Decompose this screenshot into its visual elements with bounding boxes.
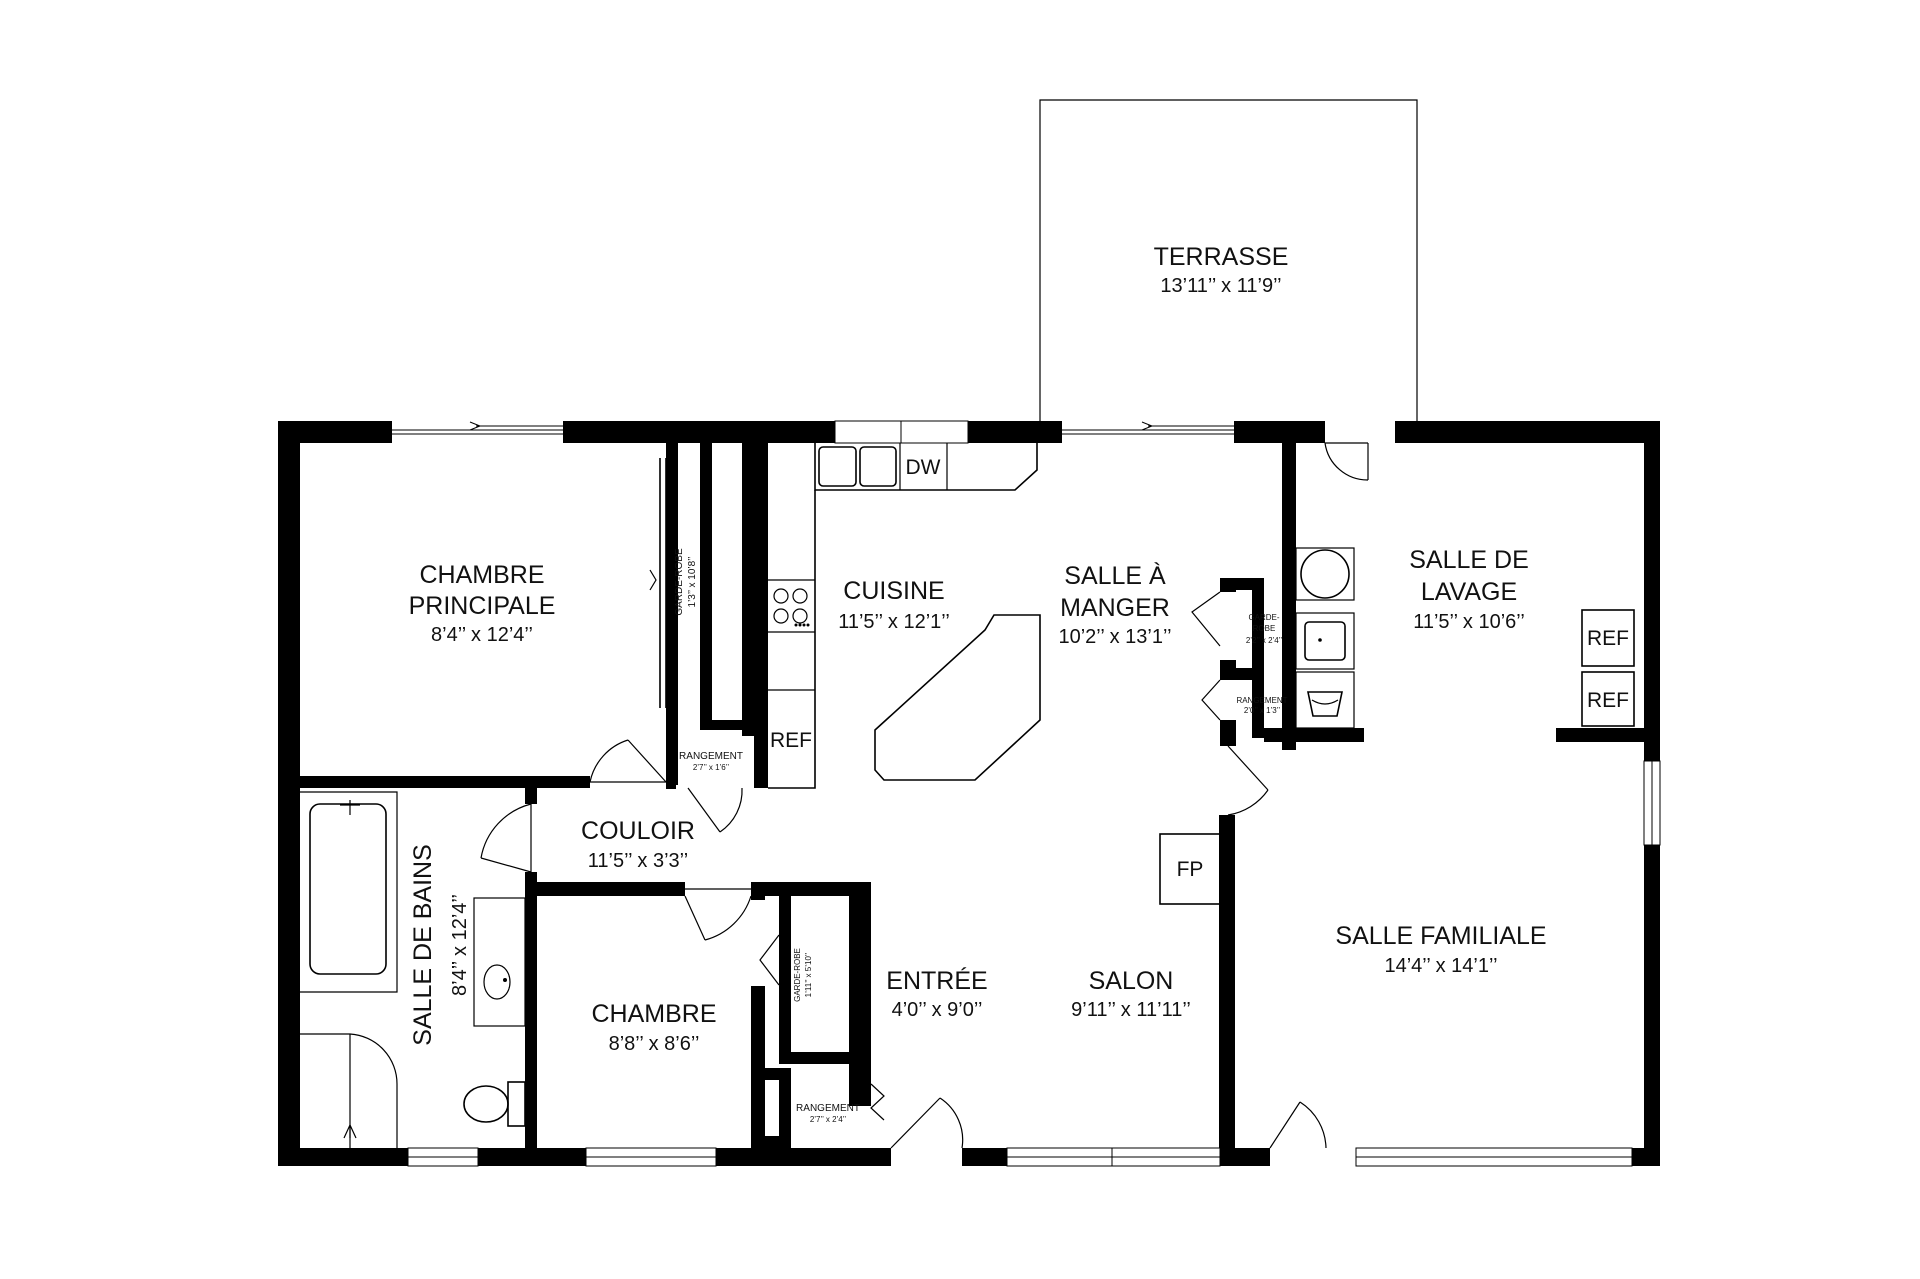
stove-icon [773,588,810,627]
sink-icon [483,964,511,1000]
closet-dim-garde-robe-chambre: 1’11’’ x 5’10’’ [804,952,813,997]
room-name-entree: ENTRÉE [886,966,987,995]
room-name-chambre-principale-1: CHAMBRE [419,561,544,589]
room-name-chambre: CHAMBRE [591,1000,716,1028]
laundry-fixtures [1159,547,1635,905]
room-name-salle-de-lavage-2: LAVAGE [1421,578,1517,606]
closet-dim-garde-robe-manger: 2’2’’ x 2’4’’ [1246,636,1283,645]
room-name-couloir: COULOIR [581,817,695,845]
room-name-terrasse: TERRASSE [1154,243,1289,271]
room-name-salle-familiale: SALLE FAMILIALE [1335,922,1546,950]
room-name-chambre-principale-2: PRINCIPALE [409,592,556,620]
room-dim-couloir: 11’5’’ x 3’3’’ [588,850,688,872]
room-dim-entree: 4’0’’ x 9’0’’ [892,999,983,1021]
room-name-cuisine: CUISINE [843,577,944,605]
exterior-walls [278,421,1660,1166]
kitchen-fixtures [768,443,1041,789]
closet-name-rangement-manger: RANGEMENT [1236,696,1287,705]
closet-dim-garde-robe-principale: 1’3’’ x 10’8’’ [687,557,698,608]
door-swings [480,442,1369,1149]
sink [818,446,857,487]
room-dim-cuisine: 11’5’’ x 12’1’’ [838,611,950,633]
room-name-salle-de-lavage-1: SALLE DE [1409,546,1529,574]
closet-name-garde-robe-manger-1: GARDE- [1248,613,1279,622]
kitchen-island [874,614,1041,781]
room-name-salle-a-manger-2: MANGER [1060,594,1170,622]
room-name-salle-a-manger-1: SALLE À [1064,561,1166,590]
closet-name-garde-robe-manger-2: ROBE [1253,624,1276,633]
terrace-outline [1039,99,1418,432]
fixture-dw: DW [906,456,941,479]
closet-name-garde-robe-principale: GARDE-ROBE [674,548,685,616]
closet-dim-rangement-manger: 2’0’’ x 1’3’’ [1244,706,1281,715]
room-dim-chambre-principale: 8’4’’ x 12’4’’ [431,624,533,646]
closet-name-garde-robe-chambre: GARDE-ROBE [793,948,802,1002]
room-dim-chambre: 8’8’’ x 8’6’’ [609,1033,700,1055]
interior-walls [278,432,1652,1166]
fixture-ref-laundry-1: REF [1587,627,1629,650]
room-dim-salle-de-bains: 8’4’’ x 12’4’’ [449,894,471,996]
room-name-salle-de-bains: SALLE DE BAINS [409,844,437,1045]
closet-name-rangement-principale: RANGEMENT [679,751,743,762]
laundry-sink-icon [1304,621,1346,661]
bathtub-icon [309,803,387,975]
room-name-salon: SALON [1089,967,1174,995]
fixture-ref-kitchen: REF [770,729,812,752]
fixture-ref-laundry-2: REF [1587,689,1629,712]
windows [392,420,1661,1167]
room-dim-terrasse: 13’11’’ x 11’9’’ [1160,275,1281,297]
washer-icon [1307,691,1343,717]
dryer-icon [1300,549,1350,599]
room-dim-salle-a-manger: 10’2’’ x 13’1’’ [1058,626,1171,648]
room-dim-salle-de-lavage: 11’5’’ x 10’6’’ [1413,611,1525,633]
closet-dim-rangement-entree: 2’7’’ x 2’4’’ [810,1115,847,1124]
bathroom-fixtures [300,791,526,1148]
fixture-fp: FP [1177,858,1204,881]
closet-name-rangement-entree: RANGEMENT [796,1103,860,1114]
toilet-icon [463,1081,526,1127]
room-dim-salle-familiale: 14’4’’ x 14’1’’ [1384,955,1497,977]
room-dim-salon: 9’11’’ x 11’11’’ [1071,999,1191,1021]
closet-dim-rangement-principale: 2’7’’ x 1’6’’ [693,763,730,772]
